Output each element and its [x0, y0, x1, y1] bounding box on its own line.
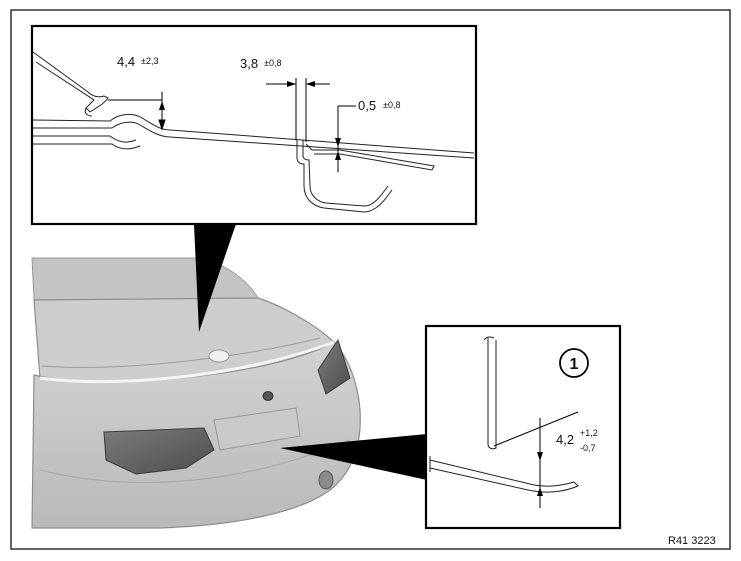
callout-number: 1 [570, 356, 579, 373]
car-tail-lamp-right [317, 338, 351, 395]
right-dim-value: 4,2 [556, 432, 574, 447]
right-detail-box [424, 324, 622, 530]
dim-mid-value: 3,8 [240, 56, 258, 71]
top-detail-drawing [32, 51, 475, 213]
right-detail-pointer [280, 434, 427, 480]
car-trunk-edge [39, 340, 335, 384]
reference-line [493, 411, 579, 447]
drain-channel [296, 140, 393, 213]
car-spoiler-line [41, 337, 321, 368]
right-dim-tol-lower: -0,7 [580, 443, 596, 453]
top-detail-pointer [194, 224, 236, 332]
seal-profile [32, 51, 109, 113]
dim-left-value: 4,4 [117, 54, 135, 69]
dim-mid-tolerance: ±0,8 [264, 58, 281, 68]
body-panel-lower [33, 135, 137, 143]
right-dim-tol-upper: +1,2 [580, 428, 598, 438]
dim-left-tolerance: ±2,3 [141, 56, 158, 66]
car-tail-lamp-left [103, 427, 215, 475]
car-exhaust [318, 470, 334, 490]
right-detail-drawing [429, 336, 579, 508]
car-bumper-line [39, 439, 351, 483]
car-trunk-button [208, 349, 230, 363]
dim-right-value: 0,5 [358, 98, 376, 113]
dim-right-tolerance: ±0,8 [383, 100, 400, 110]
trunk-lid-flange [305, 143, 435, 171]
body-panel-upper [32, 113, 475, 154]
vertical-panel [487, 338, 497, 450]
dim-mid-line [266, 78, 330, 142]
figure-reference: R41 3223 [668, 535, 716, 547]
car-emblem [262, 391, 274, 401]
car-license-plate-area [213, 407, 301, 451]
callout-circle [559, 348, 589, 378]
top-detail-box [30, 24, 478, 226]
